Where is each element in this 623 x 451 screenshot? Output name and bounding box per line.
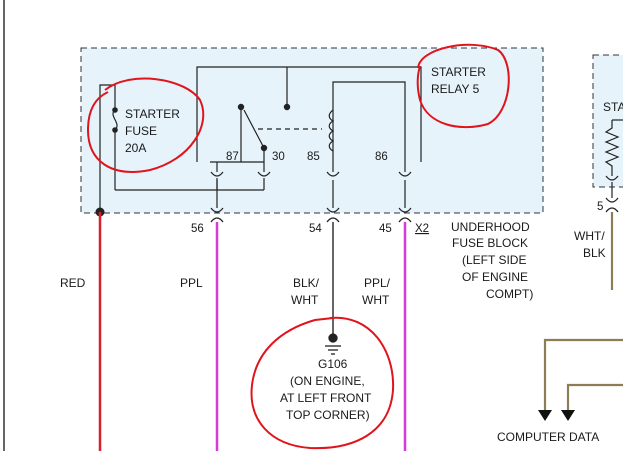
arrow-down-icon	[561, 410, 575, 421]
wire-label-wht-blk-2: BLK	[583, 246, 606, 260]
fuse-label-line1: STARTER	[125, 107, 180, 121]
wire-label-blk-wht-2: WHT	[291, 293, 319, 307]
fuse-block-connectors	[210, 180, 412, 223]
svg-text:(LEFT SIDE: (LEFT SIDE	[462, 253, 526, 267]
annotation-circle-ground	[250, 316, 395, 450]
wire-label-ppl-wht-1: PPL/	[364, 276, 391, 290]
ground-label-line1: G106	[318, 357, 348, 371]
fuse-label-line2: FUSE	[125, 124, 157, 138]
starter-fuse	[99, 84, 118, 208]
right-partial-block-box	[592, 54, 623, 188]
svg-text:OF ENGINE: OF ENGINE	[462, 270, 528, 284]
svg-text:UNDERHOOD: UNDERHOOD	[451, 220, 530, 234]
starter-relay	[196, 66, 422, 162]
ground-label-line4: TOP CORNER)	[286, 408, 370, 422]
right-partial-relay-label: STA	[603, 100, 623, 114]
right-partial-pin-5: 5	[597, 201, 603, 213]
wire-label-red: RED	[60, 276, 86, 290]
wire-label-ppl: PPL	[180, 276, 203, 290]
svg-text:FUSE BLOCK: FUSE BLOCK	[452, 236, 528, 250]
fuse-label-line3: 20A	[125, 141, 146, 155]
ground-icon	[325, 333, 341, 355]
ground-label-line3: AT LEFT FRONT	[280, 391, 372, 405]
connector-pin-56: 56	[191, 223, 204, 235]
wire-label-ppl-wht-2: WHT	[362, 293, 390, 307]
annotation-circle-fuse	[86, 77, 205, 173]
relay-label-line1: STARTER	[431, 65, 486, 79]
relay-label-line2: RELAY 5	[431, 82, 480, 96]
connector-name-x2: X2	[415, 223, 429, 235]
wire-label-wht-blk-1: WHT/	[574, 229, 605, 243]
annotation-circles	[86, 43, 510, 450]
wire-label-blk-wht-1: BLK/	[293, 276, 320, 290]
computer-data-label: COMPUTER DATA	[497, 430, 599, 444]
relay-pin-85: 85	[307, 151, 320, 163]
computer-data-wires	[543, 338, 623, 411]
connector-pin-45: 45	[379, 223, 392, 235]
relay-pin-87: 87	[226, 151, 239, 163]
relay-pin-30: 30	[272, 151, 285, 163]
arrow-down-icon	[538, 410, 552, 421]
svg-text:COMPT): COMPT)	[486, 287, 533, 301]
ground-label-line2: (ON ENGINE,	[290, 374, 365, 388]
annotation-circle-relay	[416, 43, 510, 129]
right-partial-coil	[604, 119, 623, 213]
fuse-block-caption: UNDERHOOD FUSE BLOCK (LEFT SIDE OF ENGIN…	[451, 220, 533, 301]
connector-pin-54: 54	[309, 223, 322, 235]
underhood-fuse-block-box	[80, 47, 544, 214]
relay-pin-86: 86	[375, 151, 388, 163]
